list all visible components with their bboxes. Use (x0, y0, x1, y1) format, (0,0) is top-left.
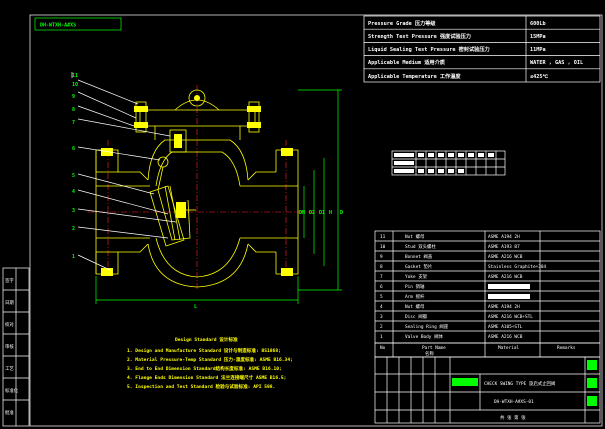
spec-value-2: 11MPa (530, 47, 546, 53)
dim-length: L (194, 304, 197, 310)
part-mat-2: ASME A105+STL (488, 324, 523, 330)
part-no-8: 8 (380, 264, 383, 270)
callouts: 11 9 8 7 6 5 4 3 2 1 10 (71, 72, 177, 271)
drawing-code: DH-WTXH-A#XS (40, 23, 76, 29)
svg-text:10: 10 (72, 82, 78, 88)
part-mat-9: ASME A216 WCB (488, 254, 523, 260)
part-no-4: 4 (380, 304, 383, 310)
dim-dn: DN (299, 210, 305, 216)
callout-11: 11 (72, 73, 78, 79)
spec-value-3: WATER , GAS , OIL (530, 60, 583, 66)
callout-8: 8 (72, 107, 75, 113)
part-no-7: 7 (380, 274, 383, 280)
callout-6: 6 (72, 146, 75, 152)
header-no: No (380, 345, 386, 351)
standard-line-2: 2. Material Pressure-Temp Standard 压力-温度… (127, 356, 293, 363)
part-name-8: Gasket 垫片 (405, 263, 432, 270)
part-mat-8: Stainless Graphite+304 (488, 264, 547, 270)
spec-label-0: Pressure Grade 压力等级 (368, 19, 436, 27)
part-mat-11: ASME A194 2H (488, 234, 520, 240)
standards-title: Design Standard 设计标准 (175, 336, 238, 343)
standard-line-3: 3. End to End Dimension Standard结构长度标准: … (127, 365, 282, 372)
drawing-code-box (34, 17, 122, 31)
dimension-table (391, 150, 506, 176)
side-label-3: 审核 (5, 343, 14, 350)
part-no-11: 11 (380, 234, 386, 240)
side-labels: 签字 日期 校对 审核 工艺 标准化 批准 (3, 268, 29, 426)
part-name-4: Nut 螺母 (405, 303, 425, 310)
spec-table: Pressure Grade 压力等级 600Lb Strength Test … (363, 15, 601, 83)
part-no-10: 10 (380, 244, 386, 250)
part-name-11: Nut 螺母 (405, 233, 425, 240)
part-name-6: Pin 销轴 (405, 283, 425, 290)
spec-label-2: Liquid Sealing Test Pressure 密封试验压力 (368, 45, 490, 53)
part-name-10: Stud 双头螺柱 (405, 243, 436, 250)
spec-label-3: Applicable Medium 适用介质 (368, 58, 446, 66)
header-material: Material (498, 345, 520, 351)
part-mat-3: ASME A216 WCB+STL (488, 314, 533, 320)
part-no-9: 9 (380, 254, 383, 260)
part-name-7: Yoke 支架 (405, 273, 428, 280)
drawing-number: DH-WTXH-A#XS-01 (494, 399, 534, 405)
part-name-9: Bonnet 阀盖 (405, 253, 433, 260)
side-label-5: 标准化 (5, 387, 19, 394)
dimension-lines: L DN D2 D1 H D (95, 89, 343, 310)
spec-value-1: 15MPa (530, 34, 546, 40)
spec-label-4: Applicable Temperature 工作温度 (368, 72, 461, 80)
valve-cross-section (88, 85, 320, 290)
header-remarks: Remarks (557, 345, 576, 351)
side-label-4: 工艺 (5, 366, 14, 372)
part-no-5: 5 (380, 294, 383, 300)
side-label-0: 签字 (5, 277, 14, 284)
sheet-info: 共 张 第 张 (500, 414, 526, 421)
part-name-1: Valve Body 阀体 (405, 333, 443, 340)
callout-3: 3 (72, 208, 75, 214)
side-label-2: 校对 (5, 321, 14, 328)
part-no-3: 3 (380, 314, 383, 320)
dim-h: H (329, 210, 332, 216)
spec-label-1: Strength Test Pressure 强度试验压力 (368, 32, 471, 40)
callout-9: 9 (72, 94, 75, 100)
part-no-6: 6 (380, 284, 383, 290)
standard-line-4: 4. Flange Ends Dimension Standard 法兰连接端尺… (127, 374, 286, 381)
part-mat-7: ASME A216 WCB (488, 274, 523, 280)
header-name-cn: 名称 (425, 350, 434, 357)
callout-2: 2 (72, 226, 75, 232)
dim-d: D (340, 210, 343, 216)
callout-5: 5 (72, 173, 75, 179)
spec-value-4: ≤425℃ (530, 73, 548, 80)
dim-d2: D2 (309, 210, 315, 216)
drawing-frame (29, 14, 603, 427)
part-name-3: Disc 阀瓣 (405, 313, 428, 320)
product-name: CHECK SWING TYPE 旋启式止回阀 (484, 380, 555, 387)
spec-value-0: 600Lb (530, 21, 546, 27)
part-name-5: Arm 摇杆 (405, 293, 425, 300)
title-block: CHECK SWING TYPE 旋启式止回阀 DH-WTXH-A#XS-01 … (374, 356, 601, 424)
dim-d1: D1 (319, 210, 325, 216)
part-mat-10: ASME A193 B7 (488, 244, 520, 250)
part-mat-1: ASME A216 WCB (488, 334, 523, 340)
parts-header: No Part Name 名称 Material Remarks (374, 342, 601, 358)
standard-line-1: 1. Design and Manufacture Standard 设计与制造… (127, 347, 281, 354)
side-label-1: 日期 (5, 300, 14, 306)
part-no-2: 2 (380, 324, 383, 330)
parts-list: 11 Nut 螺母 ASME A194 2H 10 Stud 双头螺柱 ASME… (374, 230, 601, 344)
callout-7: 7 (72, 120, 75, 126)
part-mat-4: ASME A194 2H (488, 304, 520, 310)
part-no-1: 1 (380, 334, 383, 340)
design-standards: Design Standard 设计标准 1. Design and Manuf… (127, 336, 293, 390)
side-label-6: 批准 (5, 409, 14, 416)
callout-4: 4 (72, 189, 75, 195)
part-name-2: Sealing Ring 阀座 (405, 323, 449, 330)
header-name: Part Name (422, 345, 446, 351)
callout-1: 1 (72, 254, 75, 260)
standard-line-5: 5. Inspection and Test Standard 检验与试验标准:… (127, 383, 275, 390)
